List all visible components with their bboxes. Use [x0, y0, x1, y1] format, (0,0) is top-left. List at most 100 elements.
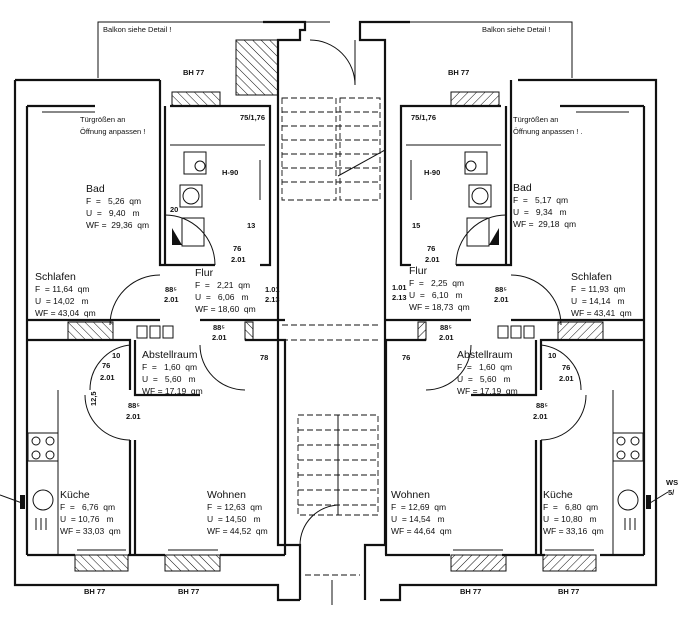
dim-label: 2.01 — [126, 412, 141, 421]
room-schlafen-left: Schlafen F = 11,64 qm U = 14,02 m WF = 4… — [35, 271, 96, 318]
parapet-top-left: BH 77 — [183, 68, 204, 77]
room-living-area: WF = 17,19 qm — [142, 386, 203, 396]
left-unit-walls — [0, 39, 287, 572]
room-area: F = 12,69 qm — [391, 502, 446, 512]
dim-label: 88⁵ — [128, 401, 140, 410]
stair-upper — [281, 97, 386, 341]
room-wohnen-right: Wohnen F = 12,69 qm U = 14,54 m WF = 44,… — [391, 489, 452, 536]
room-name: Bad — [86, 183, 105, 195]
balcony-note-left: Balkon siehe Detail ! — [103, 25, 171, 34]
ws-sub-label: 5/ — [668, 488, 675, 497]
room-living-area: WF = 44,64 qm — [391, 526, 452, 536]
dim-label: 88⁵ — [495, 285, 507, 294]
room-perimeter: U = 9,34 m — [513, 207, 567, 217]
room-perimeter: U = 10,80 m — [543, 514, 597, 524]
room-area: F = 11,93 qm — [571, 284, 625, 294]
dim-label: 12,5 — [89, 391, 98, 406]
parapet-bottom-3: BH 77 — [460, 587, 481, 596]
dim-label: 76 — [427, 244, 435, 253]
room-area: F = 2,25 qm — [409, 278, 464, 288]
room-perimeter: U = 10,76 m — [60, 514, 114, 524]
room-perimeter: U = 5,60 m — [142, 374, 196, 384]
room-living-area: WF = 29,18 qm — [513, 219, 576, 229]
dim-label: 10 — [112, 351, 120, 360]
room-perimeter: U = 6,10 m — [409, 290, 463, 300]
parapet-top-right: BH 77 — [448, 68, 469, 77]
room-area: F = 2,21 qm — [195, 280, 250, 290]
room-bad-left: Bad F = 5,26 qm U = 9,40 m WF = 29,36 qm — [86, 183, 149, 230]
room-perimeter: U = 5,60 m — [457, 374, 511, 384]
dim-label: H-90 — [222, 168, 238, 177]
dim-label: 13 — [247, 221, 255, 230]
dim-label: 15 — [412, 221, 420, 230]
balcony-outline-right — [410, 21, 573, 78]
dim-label: 10 — [548, 351, 556, 360]
parapet-bottom-4: BH 77 — [558, 587, 579, 596]
room-area: F = 6,80 qm — [543, 502, 598, 512]
room-kueche-right: Küche F = 6,80 qm U = 10,80 m WF = 33,16… — [543, 489, 604, 536]
room-perimeter: U = 14,02 m — [35, 296, 89, 306]
room-abstellraum-right: Abstellraum F = 1,60 qm U = 5,60 m WF = … — [457, 349, 518, 396]
room-living-area: WF = 18,73 qm — [409, 302, 470, 312]
dim-label: 88⁵ — [536, 401, 548, 410]
dim-label: 75/1,76 — [240, 113, 265, 122]
dim-label: 88⁵ — [213, 323, 225, 332]
dim-label: 2.01 — [100, 373, 115, 382]
dim-label: 2.01 — [425, 255, 440, 264]
dim-label: 2.01 — [559, 374, 574, 383]
room-area: F = 5,26 qm — [86, 196, 141, 206]
dim-label: 75/1,76 — [411, 113, 436, 122]
dim-label: 20 — [170, 205, 178, 214]
room-abstellraum-left: Abstellraum F = 1,60 qm U = 5,60 m WF = … — [142, 349, 203, 396]
room-area: F = 1,60 qm — [457, 362, 512, 372]
dim-label: 88⁵ — [440, 323, 452, 332]
room-living-area: WF = 43,04 qm — [35, 308, 96, 318]
room-name: Flur — [195, 267, 214, 279]
room-wohnen-left: Wohnen F = 12,63 qm U = 14,50 m WF = 44,… — [207, 489, 268, 536]
dim-label: 2.01 — [494, 295, 509, 304]
door-note-right-line1: Türgrößen an — [513, 115, 558, 124]
room-perimeter: U = 14,54 m — [391, 514, 445, 524]
ws-label: WS — [666, 478, 678, 487]
room-perimeter: U = 14,50 m — [207, 514, 261, 524]
parapet-bottom-1: BH 77 — [84, 587, 105, 596]
room-schlafen-right: Schlafen F = 11,93 qm U = 14,14 m WF = 4… — [571, 271, 632, 318]
room-bad-right: Bad F = 5,17 qm U = 9,34 m WF = 29,18 qm — [513, 182, 576, 229]
room-flur-left: Flur F = 2,21 qm U = 6,06 m WF = 18,60 q… — [195, 267, 256, 314]
room-perimeter: U = 9,40 m — [86, 208, 140, 218]
door-note-left-line1: Türgrößen an — [80, 115, 125, 124]
dim-label: H-90 — [424, 168, 440, 177]
room-living-area: WF = 17,19 qm — [457, 386, 518, 396]
dim-label: 2.01 — [439, 333, 454, 342]
room-name: Schlafen — [35, 271, 76, 283]
room-living-area: WF = 18,60 qm — [195, 304, 256, 314]
room-living-area: WF = 43,41 qm — [571, 308, 632, 318]
exterior-walls — [13, 78, 658, 602]
room-area: F = 5,17 qm — [513, 195, 568, 205]
dim-label: 2.13 — [392, 293, 407, 302]
room-name: Küche — [60, 489, 90, 501]
room-name: Abstellraum — [142, 349, 198, 361]
dim-label: 2.01 — [212, 333, 227, 342]
room-living-area: WF = 29,36 qm — [86, 220, 149, 230]
right-dimensions: 75/1,76 H-90 15 76 2.01 1.01 2.13 88⁵ 2.… — [392, 113, 574, 421]
dim-label: 2.01 — [164, 295, 179, 304]
room-name: Küche — [543, 489, 573, 501]
dim-label: 2.01 — [533, 412, 548, 421]
room-area: F = 6,76 qm — [60, 502, 115, 512]
room-name: Wohnen — [391, 489, 430, 501]
dim-label: 76 — [402, 353, 410, 362]
room-name: Flur — [409, 265, 428, 277]
room-living-area: WF = 33,16 qm — [543, 526, 604, 536]
right-unit-walls — [384, 80, 651, 572]
room-name: Schlafen — [571, 271, 612, 283]
dim-label: 1.01 — [265, 285, 280, 294]
room-name: Wohnen — [207, 489, 246, 501]
left-dimensions: 75/1,76 H-90 20 13 76 2.01 88⁵ 2.01 1.01… — [89, 113, 280, 421]
dim-label: 2.01 — [231, 255, 246, 264]
room-name: Abstellraum — [457, 349, 513, 361]
room-perimeter: U = 14,14 m — [571, 296, 625, 306]
stair-lower — [297, 414, 379, 605]
dim-label: 78 — [260, 353, 268, 362]
